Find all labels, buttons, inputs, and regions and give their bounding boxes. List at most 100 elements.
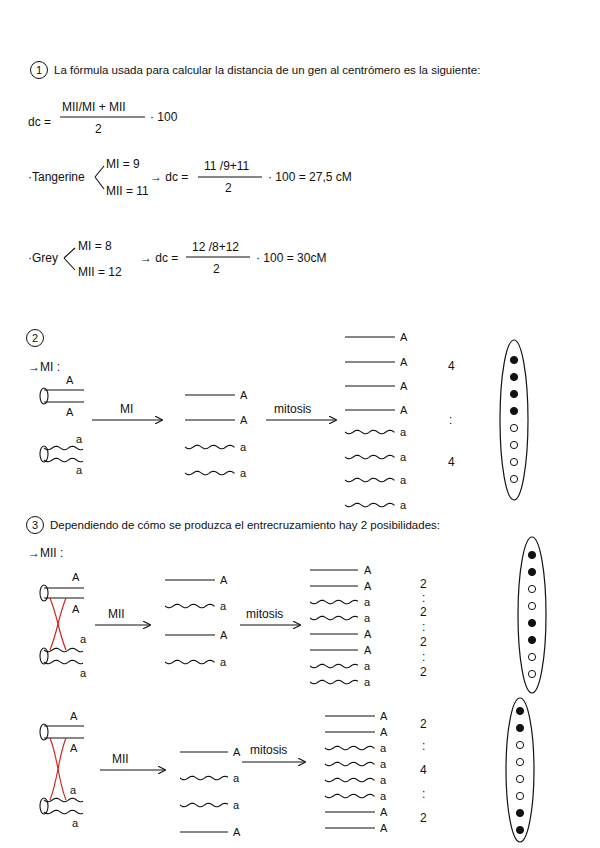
allele-label: a bbox=[380, 757, 386, 771]
strokes bbox=[40, 117, 546, 842]
chromatid-A bbox=[180, 751, 228, 752]
chromatid-A bbox=[165, 579, 215, 580]
note-text: mitosis bbox=[250, 743, 287, 757]
chromatid-A bbox=[325, 715, 375, 716]
allele-label: a bbox=[80, 666, 86, 680]
allele-label: a bbox=[400, 450, 406, 464]
note-text: dc = bbox=[28, 115, 51, 129]
note-text: 2 bbox=[213, 262, 220, 276]
allele-label: a bbox=[233, 771, 239, 785]
chromatid-A bbox=[325, 731, 375, 732]
ascospore bbox=[528, 670, 535, 677]
chromatid-A bbox=[310, 649, 358, 650]
note-text: Dependiendo de cómo se produzca el entre… bbox=[50, 518, 440, 532]
chromatid-A bbox=[325, 827, 375, 828]
ascospore bbox=[510, 458, 517, 465]
arrow bbox=[100, 769, 165, 770]
allele-label: a bbox=[80, 632, 86, 646]
allele-label: a bbox=[240, 466, 246, 480]
note-text: : bbox=[422, 620, 425, 634]
chromatid-a bbox=[44, 648, 83, 652]
chromatid-A bbox=[345, 409, 395, 410]
note-text: : bbox=[422, 591, 425, 605]
allele-label: a bbox=[70, 783, 76, 797]
ascospore bbox=[528, 602, 535, 609]
section-number: 3 bbox=[26, 516, 44, 534]
chromatid-A bbox=[325, 811, 375, 812]
note-text: · 100 = 30cM bbox=[256, 251, 326, 265]
chromatid-a bbox=[185, 445, 235, 449]
branch-line bbox=[64, 248, 75, 258]
fraction-bar bbox=[186, 256, 250, 257]
allele-label: a bbox=[72, 816, 78, 830]
note-text: MII/MI + MII bbox=[62, 100, 126, 114]
branch-line bbox=[95, 177, 104, 189]
note-text: mitosis bbox=[274, 402, 311, 416]
allele-label: A bbox=[364, 627, 371, 641]
allele-label: a bbox=[364, 595, 370, 609]
note-text: : bbox=[422, 787, 425, 801]
ascospore bbox=[510, 441, 517, 448]
allele-label: A bbox=[72, 602, 79, 616]
allele-label: A bbox=[380, 725, 387, 739]
arrow bbox=[242, 761, 305, 762]
allele-label: A bbox=[240, 413, 247, 427]
ascospore bbox=[528, 619, 535, 626]
note-text: → dc = bbox=[140, 251, 178, 265]
chromatid-a bbox=[185, 471, 235, 475]
note-text: ·Tangerine bbox=[28, 170, 85, 184]
allele-label: A bbox=[400, 379, 407, 393]
allele-label: a bbox=[400, 425, 406, 439]
ascospore bbox=[510, 373, 517, 380]
allele-label: a bbox=[380, 741, 386, 755]
allele-label: a bbox=[76, 463, 82, 477]
note-text: 2 bbox=[95, 122, 102, 136]
crossover bbox=[50, 598, 66, 650]
allele-label: a bbox=[364, 675, 370, 689]
note-text: mitosis bbox=[246, 607, 283, 621]
ascospore bbox=[528, 551, 535, 558]
ascospore bbox=[528, 585, 535, 592]
chromatid-a bbox=[44, 446, 83, 450]
chromatid-A bbox=[44, 587, 84, 588]
ascospore bbox=[516, 809, 523, 816]
crossover bbox=[50, 738, 66, 800]
ascospore bbox=[510, 424, 517, 431]
allele-label: A bbox=[70, 741, 77, 755]
chromatid-a bbox=[345, 503, 395, 507]
allele-label: A bbox=[233, 745, 240, 759]
allele-label: A bbox=[233, 825, 240, 839]
branch-line bbox=[64, 258, 75, 270]
chromatid-a bbox=[165, 604, 215, 608]
fraction-bar bbox=[60, 116, 145, 117]
chromatid-A bbox=[165, 634, 215, 635]
allele-label: A bbox=[364, 643, 371, 657]
chromatid-a bbox=[325, 778, 375, 782]
note-text: MII = 11 bbox=[106, 184, 149, 198]
chromatid-A bbox=[345, 385, 395, 386]
note-text: · 100 = 27,5 cM bbox=[268, 170, 352, 184]
chromatid-A bbox=[345, 336, 395, 337]
note-text: →MI : bbox=[28, 360, 60, 374]
ascospore bbox=[528, 636, 535, 643]
ascus bbox=[500, 340, 528, 500]
allele-label: A bbox=[380, 709, 387, 723]
note-text: →MII : bbox=[28, 546, 63, 560]
allele-label: A bbox=[220, 628, 227, 642]
ascospore bbox=[516, 826, 523, 833]
arrow bbox=[266, 419, 336, 420]
allele-label: A bbox=[70, 709, 77, 723]
allele-label: A bbox=[240, 388, 247, 402]
allele-label: A bbox=[400, 355, 407, 369]
section-number: 1 bbox=[30, 61, 48, 79]
ascospore bbox=[528, 653, 535, 660]
allele-label: A bbox=[400, 330, 407, 344]
allele-label: a bbox=[400, 498, 406, 512]
ascus bbox=[518, 537, 546, 693]
chromatid-a bbox=[310, 616, 358, 620]
note-text: MII = 12 bbox=[78, 265, 122, 279]
note-text: 2 bbox=[420, 665, 427, 679]
note-text: MI = 9 bbox=[106, 157, 140, 171]
ascospore bbox=[516, 707, 523, 714]
